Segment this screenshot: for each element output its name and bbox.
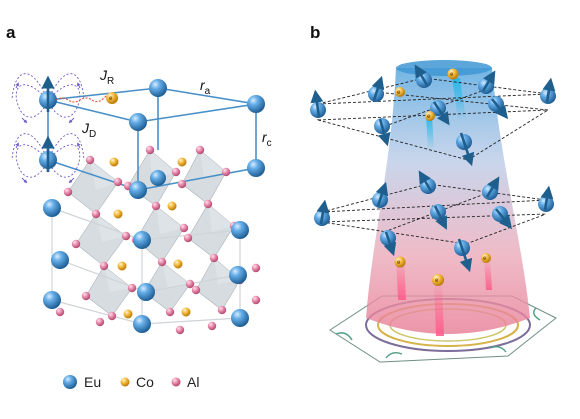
panel-a: a [6,23,272,335]
cone [366,68,530,334]
jd-label: JD [81,120,96,140]
spin-arrow [540,185,554,211]
electron-b-1: e [447,68,459,80]
electron-b-4: e [394,256,406,268]
panel-b: b [310,23,557,363]
spin-arrow [414,64,429,86]
spin-arrow [459,132,475,167]
co-atoms [109,157,191,319]
spin-arrow [485,176,500,198]
electron-b-3: e [425,111,435,121]
legend-eu-swatch [63,375,77,389]
legend-al-label: Al [187,374,199,390]
electron-b-2: e [395,87,405,97]
panel-b-letter: b [310,23,320,42]
unit-cell [47,87,257,191]
jr-label: JR [99,67,114,87]
spins [310,64,556,273]
electron-a: e [106,92,118,104]
electron-b-5: e [432,274,444,286]
spin-eu-top [39,75,57,112]
svg-text:e: e [483,256,487,262]
svg-text:e: e [450,72,454,78]
spin-arrow [371,75,385,101]
spin-arrow [432,101,450,126]
rkky-path [55,93,115,103]
svg-text:e: e [109,96,113,102]
spin-arrow [481,70,496,92]
panel-a-letter: a [6,23,16,42]
legend-al-swatch [171,377,181,387]
legend-co-label: Co [136,374,154,390]
beams [396,78,492,336]
spin-arrow [490,98,509,120]
electrons-b: e e e e e e [394,68,491,286]
legend-co-swatch [120,377,130,387]
dipolar-field [11,73,85,178]
spin-arrow [310,89,324,118]
spin-arrow [457,238,473,273]
svg-text:e: e [435,278,439,284]
cone-top [396,60,492,76]
spin-arrow [433,205,447,230]
spin-arrow [383,231,397,257]
dipolar-field-arrows [15,82,81,184]
svg-text:e: e [397,260,401,266]
spin-arrow [494,208,513,230]
legend: Eu Co Al [63,374,199,390]
legend-eu-label: Eu [84,374,101,390]
spin-arrow [418,170,433,192]
svg-text:e: e [427,114,431,120]
spin-arrow [542,77,556,103]
eu-atoms [43,79,265,333]
spin-eu-bottom [39,135,57,172]
spin-arrow [377,118,391,147]
svg-text:e: e [397,90,401,96]
ra-label: ra [200,77,211,97]
spin-arrow [316,199,330,225]
electron-b-6: e [481,253,491,263]
rc-label: rc [262,129,272,149]
spin-arrow [375,181,389,207]
